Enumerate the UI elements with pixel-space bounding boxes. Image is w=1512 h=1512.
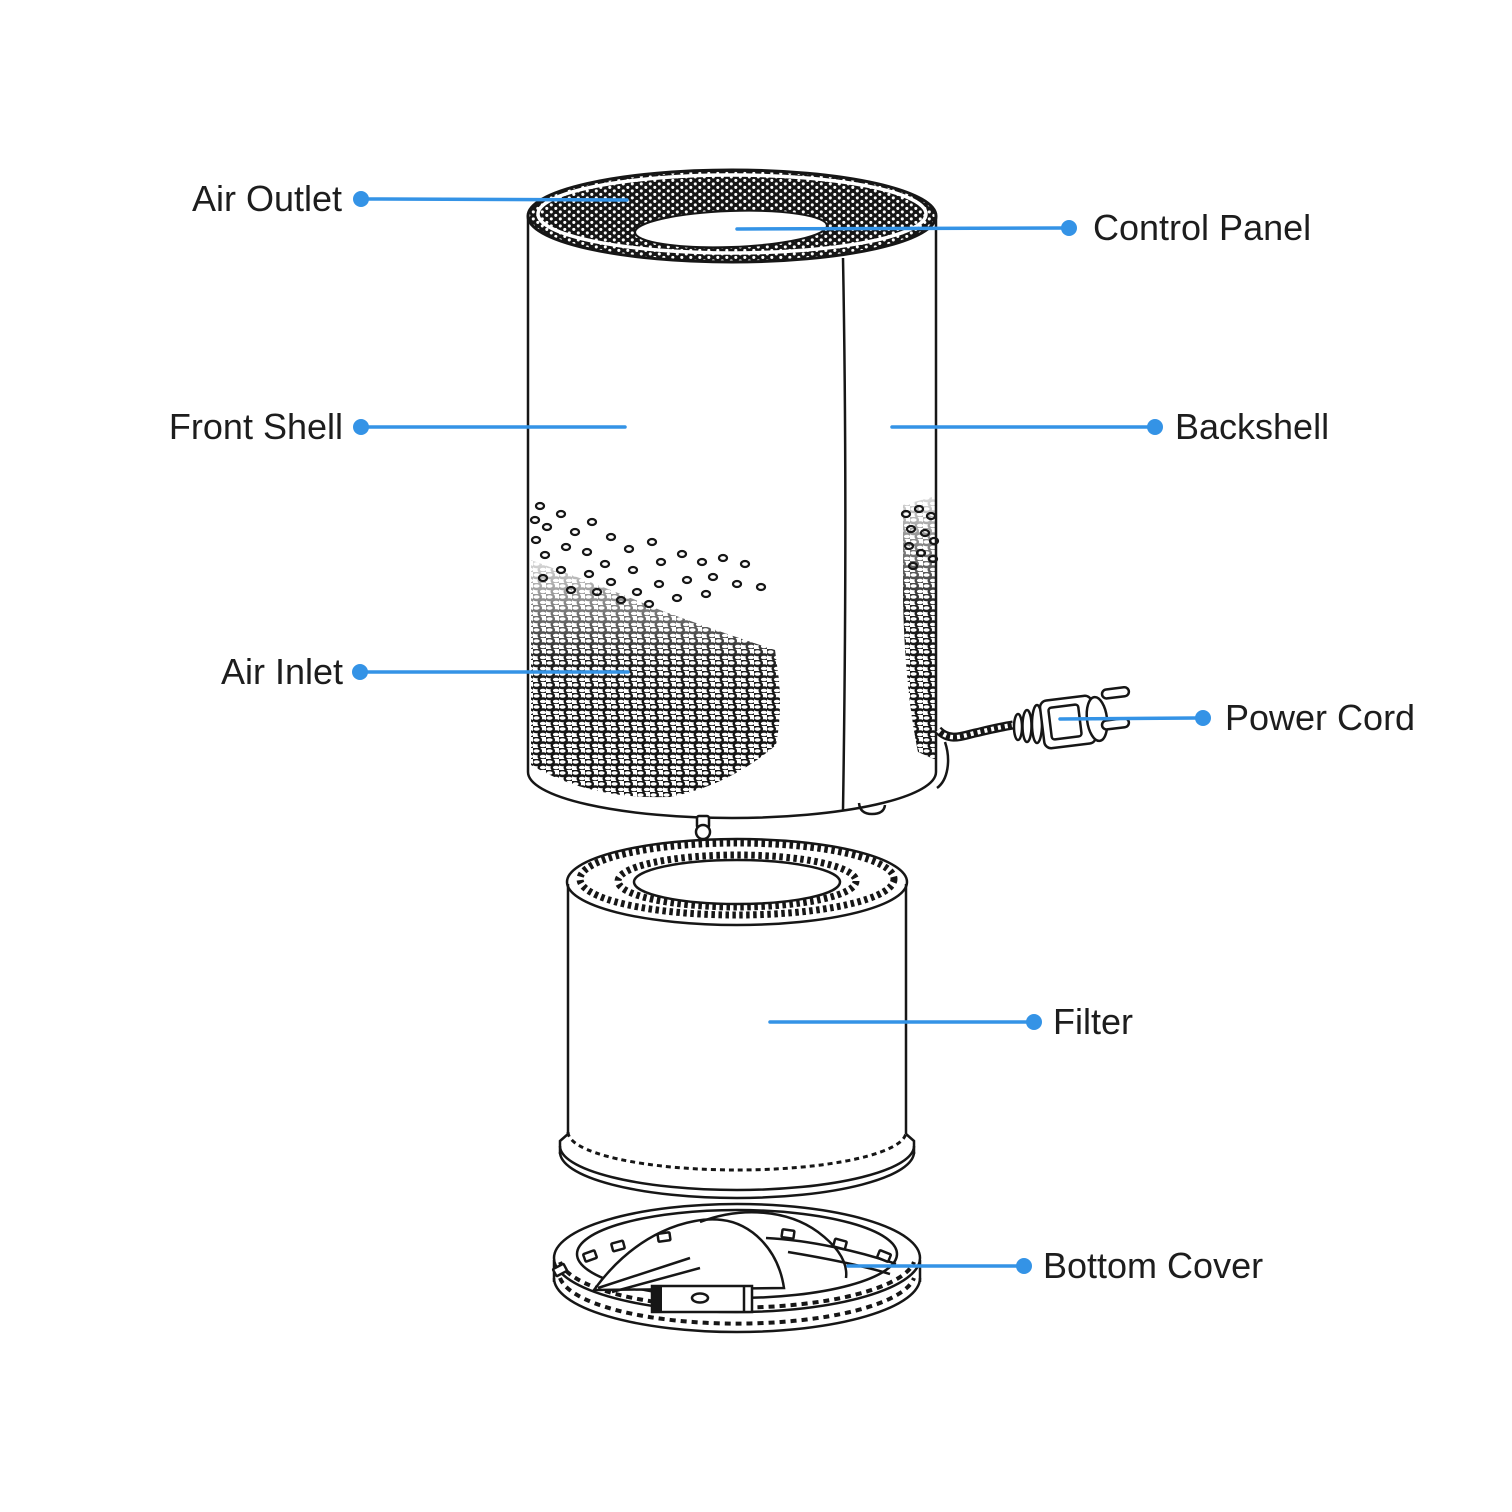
backshell-perforations bbox=[903, 496, 936, 760]
cover-vane-4 bbox=[597, 1256, 691, 1290]
cover-slot-hole bbox=[690, 1292, 710, 1304]
filter-lock-knob bbox=[694, 823, 712, 841]
cover-bottom-edge bbox=[552, 1277, 922, 1334]
cover-clips bbox=[551, 1228, 893, 1278]
label-bottom-cover: Bottom Cover bbox=[1043, 1245, 1264, 1286]
leader-power-cord bbox=[1058, 710, 1211, 726]
scatter-holes-back bbox=[900, 504, 940, 571]
label-control-panel: Control Panel bbox=[1093, 207, 1312, 248]
label-air-inlet: Air Inlet bbox=[220, 651, 343, 692]
leader-backshell bbox=[890, 419, 1163, 435]
label-filter: Filter bbox=[1053, 1001, 1133, 1042]
shell-seam-line bbox=[841, 257, 847, 811]
cord-braid bbox=[934, 720, 1014, 742]
plug-prong-top bbox=[1100, 686, 1131, 700]
control-panel-oval bbox=[634, 209, 828, 249]
air-inlet-perforations bbox=[531, 560, 780, 798]
cover-band-texture-2 bbox=[558, 1277, 916, 1326]
cover-vane-3 bbox=[787, 1250, 891, 1276]
power-cord-drawing bbox=[934, 686, 1131, 790]
body-bottom-edge bbox=[526, 771, 938, 820]
plug-body-inner bbox=[1047, 703, 1083, 741]
filter-band-texture bbox=[566, 1131, 908, 1172]
leader-front-shell bbox=[353, 419, 627, 435]
plug-collar-1 bbox=[1012, 712, 1024, 742]
leader-control-panel bbox=[735, 220, 1077, 236]
cord-slack-wire bbox=[936, 741, 950, 790]
cover-vane-5 bbox=[611, 1266, 701, 1294]
label-power-cord: Power Cord bbox=[1225, 697, 1416, 738]
plug-collar-2 bbox=[1021, 708, 1033, 744]
label-air-outlet: Air Outlet bbox=[191, 178, 342, 219]
cover-vane-1 bbox=[699, 1211, 848, 1279]
filter-gasket-outer bbox=[576, 839, 898, 919]
cover-fan-dome bbox=[591, 1218, 786, 1292]
leader-filter bbox=[768, 1014, 1042, 1030]
leader-air-outlet bbox=[353, 191, 629, 207]
bottom-cover-drawing bbox=[551, 1202, 922, 1334]
label-front-shell: Front Shell bbox=[168, 406, 343, 447]
leader-air-inlet bbox=[352, 664, 630, 680]
leader-bottom-cover bbox=[846, 1258, 1032, 1274]
filter-gasket-inner bbox=[614, 851, 860, 911]
filter-band-edge-2 bbox=[558, 1151, 916, 1200]
filter-drawing bbox=[558, 837, 916, 1200]
label-backshell: Backshell bbox=[1175, 406, 1330, 447]
purifier-body bbox=[526, 168, 940, 841]
cover-slot-left-post bbox=[652, 1286, 662, 1312]
callout-leaders bbox=[352, 191, 1211, 1274]
body-foot bbox=[857, 802, 887, 816]
scatter-holes-front bbox=[529, 501, 767, 609]
filter-center-hole bbox=[632, 858, 842, 906]
grille-highlight-ring bbox=[536, 173, 928, 255]
filter-band-edge-1 bbox=[558, 1145, 916, 1192]
cover-front-slot bbox=[650, 1284, 754, 1314]
